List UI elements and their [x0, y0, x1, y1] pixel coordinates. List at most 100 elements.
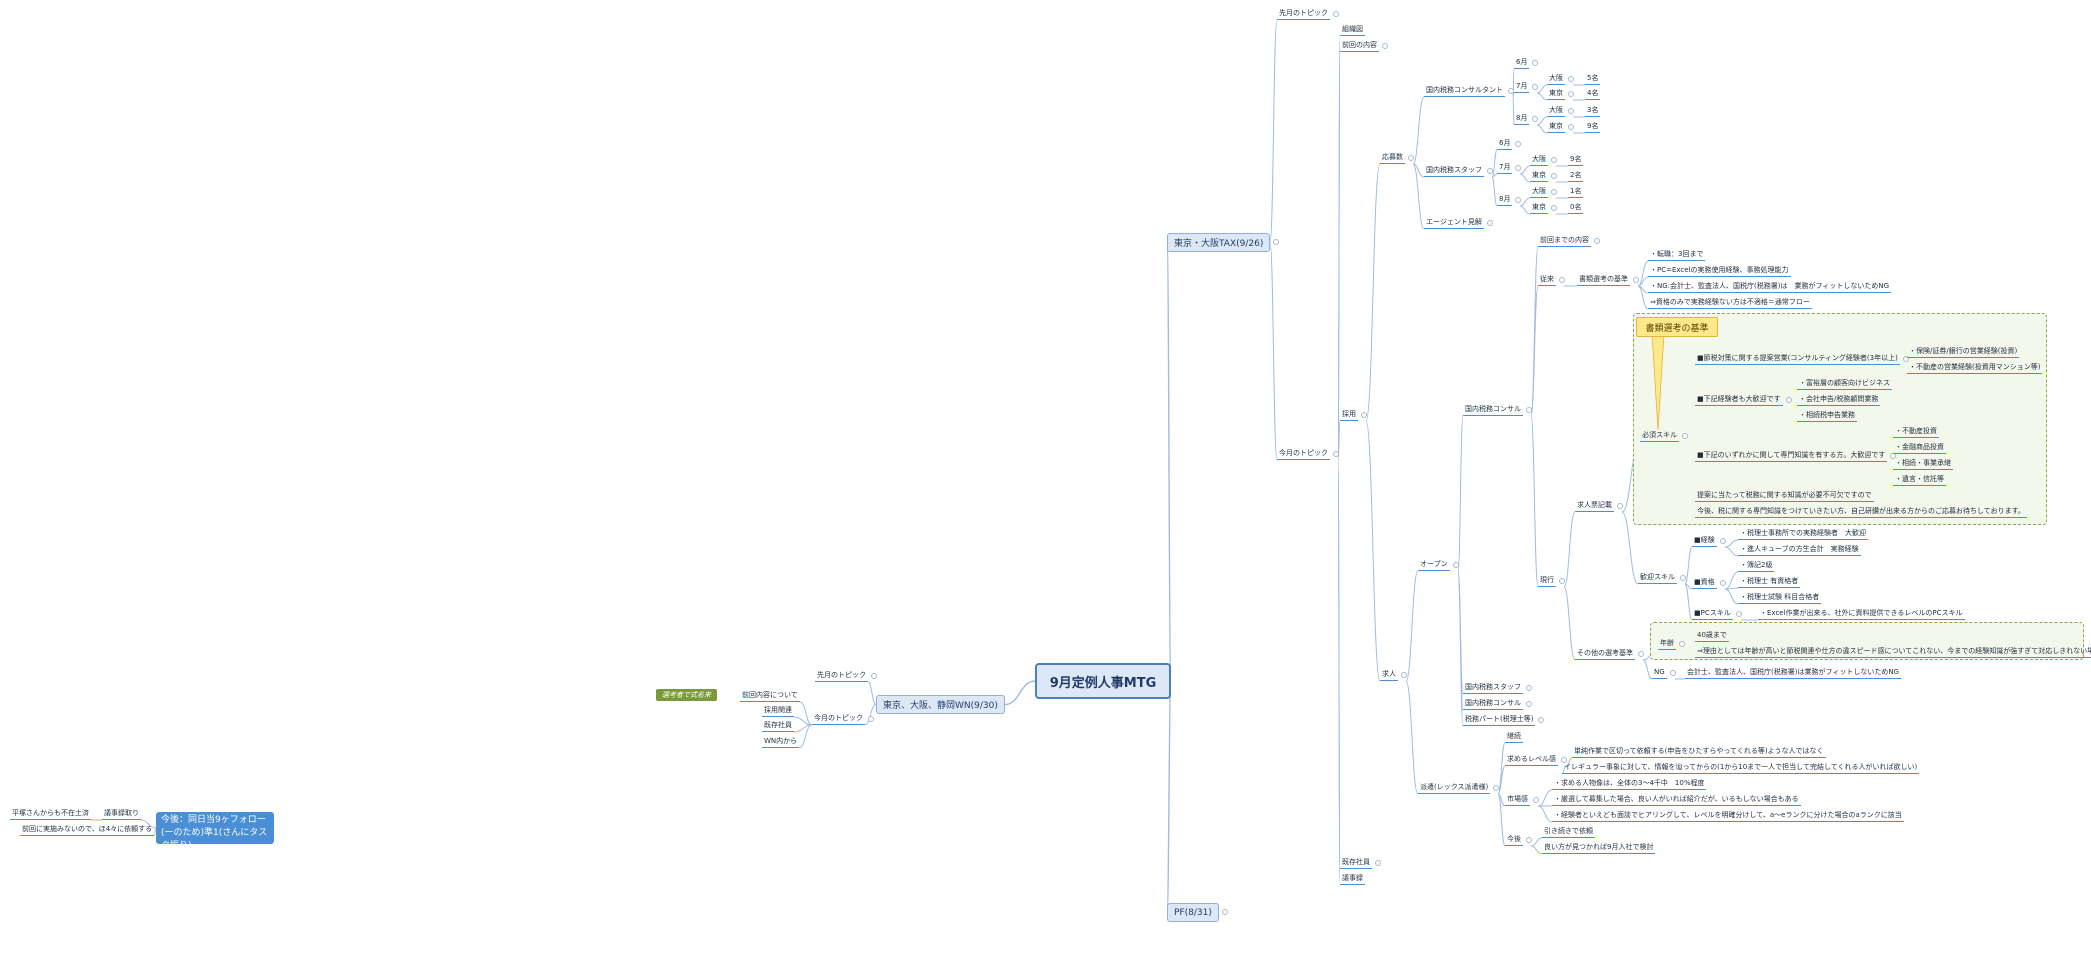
req-c-item-0: ・不動産投資: [1893, 427, 1939, 438]
wn-label-tag: 選考者で式名来: [656, 689, 717, 701]
connector: [1519, 205, 1531, 215]
doc-criteria[interactable]: 書類選考の基準: [1577, 275, 1639, 286]
market-item-1: ・厳選して募集した場合、良い人がいれば紹介だが、いるもしない場合もある: [1552, 795, 1801, 806]
before[interactable]: 従来: [1538, 275, 1565, 286]
recruiting[interactable]: 採用: [1340, 410, 1367, 421]
s-month-7[interactable]: 7月: [1497, 163, 1523, 174]
req-b-item-0: ・富裕層の顧客向けビジネス: [1797, 379, 1892, 390]
open[interactable]: オープン: [1418, 560, 1459, 571]
connector: [1519, 197, 1531, 207]
domestic-staff[interactable]: 国内税務スタッフ: [1463, 683, 1532, 694]
market[interactable]: 市場感: [1505, 795, 1539, 806]
c-month-7[interactable]: 7月: [1514, 82, 1540, 93]
market-item-0: ・求める人物像は、全体の3～4千中 10%程度: [1552, 779, 1707, 790]
future[interactable]: 今後: [1505, 835, 1532, 846]
level[interactable]: 求めるレベル感: [1505, 755, 1567, 766]
connector: [1497, 793, 1506, 847]
part-time[interactable]: 税務パート(税理士等): [1463, 715, 1545, 726]
s-count-0: 9名: [1568, 155, 1584, 166]
s-month-8[interactable]: 8月: [1497, 195, 1523, 206]
connector: [1491, 149, 1498, 178]
tax-this-topic[interactable]: 今月のトピック: [1277, 449, 1339, 460]
connector: [1166, 680, 1172, 914]
exp-item-0: ・税理士事務所での実務経験者 大歓迎: [1738, 529, 1868, 540]
connector: [798, 724, 813, 749]
connector: [1337, 420, 1341, 461]
wn-item-3[interactable]: WN内から: [762, 737, 800, 748]
age[interactable]: 年齢: [1658, 639, 1685, 650]
topic-tax[interactable]: 東京・大阪TAX(9/26): [1167, 233, 1280, 252]
minutes[interactable]: 議事録: [1340, 874, 1365, 885]
topic-pf[interactable]: PF(8/31): [1167, 903, 1228, 922]
previous-content[interactable]: 前回までの内容: [1538, 236, 1600, 247]
criteria-item-1: ・PC=Excelの実務使用経験、事務処理能力: [1648, 266, 1791, 277]
connector: [1537, 805, 1553, 823]
connector: [1565, 757, 1573, 767]
org-chart[interactable]: 組織図: [1340, 25, 1365, 36]
connector: [1724, 539, 1739, 548]
job-posting[interactable]: 求人票記載: [1575, 501, 1623, 512]
connector: [1530, 837, 1543, 847]
level-item-0: 単純作業で区切って依頼する(申告をひたすらやってくれる等)ような人ではなく: [1572, 747, 1826, 758]
other-criteria[interactable]: その他の選考基準: [1575, 649, 1644, 660]
s-count-1: 2名: [1568, 171, 1584, 182]
connector: [1365, 420, 1381, 682]
connector: [1497, 765, 1506, 795]
domestic-consult[interactable]: 国内税務コンサル: [1463, 405, 1532, 416]
connector: [1684, 583, 1693, 621]
left-item-1: 平塚さんからも不在土済: [10, 809, 91, 820]
connector: [867, 681, 877, 705]
connector: [1536, 92, 1548, 101]
connector: [153, 827, 157, 837]
req-b[interactable]: ■下記経験者も大歓迎です: [1695, 395, 1792, 406]
req-a[interactable]: ■節税対策に関する提案営業(コンサルティング経験者(3年以上): [1695, 354, 1909, 365]
ng-item: 会計士、監査法人、国税庁(税務署)は業務がフィットしないためNG: [1685, 668, 1901, 679]
c-month-8[interactable]: 8月: [1514, 114, 1540, 125]
wn-prev-topic[interactable]: 先月のトピック: [815, 671, 877, 682]
connector: [1365, 163, 1381, 422]
ng[interactable]: NG: [1652, 668, 1676, 679]
topic-wn[interactable]: 東京、大阪、静岡WN(9/30): [876, 695, 1005, 714]
c-osaka-7: 大阪: [1547, 74, 1574, 85]
wn-item-2[interactable]: 既存社員: [762, 721, 794, 732]
s-tokyo-8: 東京: [1530, 203, 1557, 214]
applicants[interactable]: 応募数: [1380, 153, 1414, 164]
s-month-6[interactable]: 6月: [1497, 139, 1523, 150]
criteria-item-3: ⇒資格のみで実務経験ない方は不適格＝通常フロー: [1648, 298, 1812, 309]
age-item-0: 40歳まで: [1695, 631, 1729, 642]
connector: [140, 819, 157, 829]
wn-this-topic[interactable]: 今月のトピック: [812, 714, 874, 725]
continue[interactable]: 継続: [1505, 732, 1523, 743]
connector: [1519, 165, 1531, 175]
req-c[interactable]: ■下記のいずれかに関して専門知識を有する方。大歓迎です: [1695, 451, 1897, 462]
exp-item-1: ・進人キューブの方生会計 実務経験: [1738, 545, 1861, 556]
wn-item-0[interactable]: 前回内容について: [740, 691, 800, 702]
existing-staff[interactable]: 既存社員: [1340, 858, 1381, 869]
experience[interactable]: ■経験: [1692, 536, 1726, 547]
dispatch[interactable]: 派遣(レックス派遣様): [1418, 783, 1500, 794]
welcome-skill[interactable]: 歓迎スキル: [1638, 573, 1686, 584]
connector: [1405, 680, 1419, 795]
staff[interactable]: 国内税務スタッフ: [1424, 166, 1493, 177]
connector: [1642, 659, 1653, 680]
consultant[interactable]: 国内税務コンサルタント: [1424, 86, 1514, 97]
followup-task-box[interactable]: 今後：同日当9ヶフォロー(ーのため)準1(さんにタスク振り): [156, 812, 274, 851]
jobs[interactable]: 求人: [1380, 670, 1407, 681]
req-a-item-0: ・保険/証券/銀行の営業経験(投資): [1907, 347, 2020, 358]
required-skill[interactable]: 必須スキル: [1640, 431, 1688, 442]
domestic-consult-2[interactable]: 国内税務コンサル: [1463, 699, 1532, 710]
root-topic[interactable]: 9月定例人事MTG: [1035, 663, 1171, 699]
qualification[interactable]: ■資格: [1692, 578, 1726, 589]
prev-content[interactable]: 前回の内容: [1340, 41, 1388, 52]
pc-skill[interactable]: ■PCスキル: [1692, 609, 1742, 620]
req-a-item-1: ・不動産の営業経験(投資用マンション等): [1907, 363, 2043, 374]
callout-doc-criteria: 書類選考の基準: [1636, 317, 1718, 337]
criteria-item-2: ・NG:会計士、監査法人、国税庁(税務署)は 業務がフィットしないためNG: [1648, 282, 1892, 293]
tax-prev-topic[interactable]: 先月のトピック: [1277, 9, 1339, 20]
wn-item-1[interactable]: 採用関連: [762, 706, 794, 717]
future-item-0: 引き続きで依頼: [1542, 827, 1595, 838]
c-month-6[interactable]: 6月: [1514, 58, 1540, 69]
current[interactable]: 現行: [1538, 576, 1565, 587]
s-osaka-8: 大阪: [1530, 187, 1557, 198]
agent-view[interactable]: エージェント見解: [1424, 218, 1493, 229]
